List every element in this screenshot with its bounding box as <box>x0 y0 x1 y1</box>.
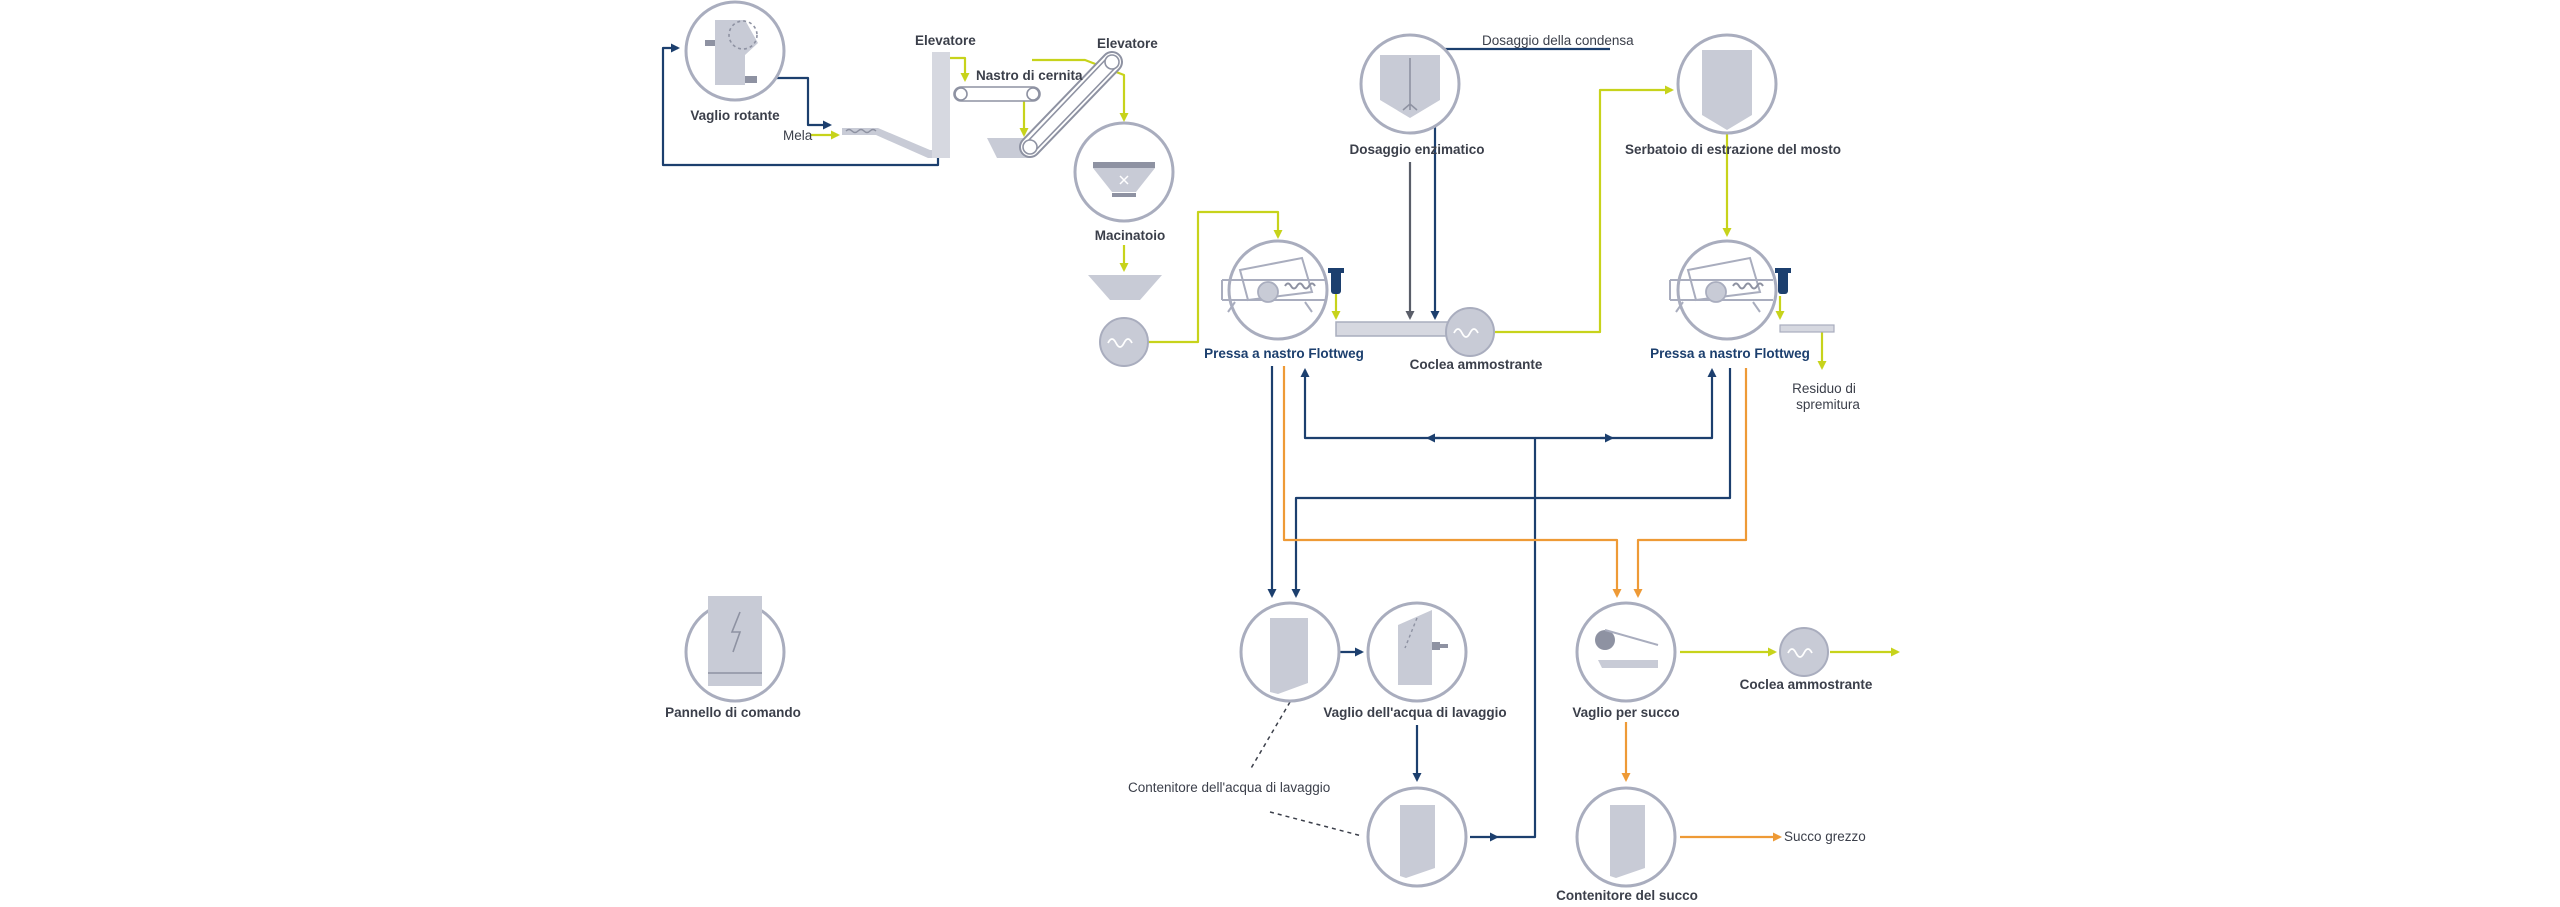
callout-wash-screen <box>1249 701 1291 771</box>
label-succo-grezzo: Succo grezzo <box>1784 829 1866 844</box>
belt-press-1-unit <box>1221 239 1344 341</box>
condensate-dosing-line <box>1430 47 1610 320</box>
wash-water-container-unit <box>1366 786 1468 888</box>
label-serbatoio-estrazione: Serbatoio di estrazione del mosto <box>1624 142 1842 157</box>
label-elevatore-2: Elevatore <box>1097 36 1158 51</box>
label-pannello-comando: Pannello di comando <box>665 705 801 720</box>
enzyme-dosing-unit <box>1359 33 1461 135</box>
rinse-loop-line <box>661 43 940 167</box>
sorting-belt-unit <box>953 86 1041 102</box>
callout-wash-container <box>1269 811 1363 837</box>
label-dosaggio-enzimatico: Dosaggio enzimatico <box>1349 142 1485 157</box>
extraction-tank-unit <box>1676 33 1778 135</box>
label-vaglio-rotante: Vaglio rotante <box>690 108 780 123</box>
label-elevatore-1: Elevatore <box>915 33 976 48</box>
label-macinatoio: Macinatoio <box>1094 228 1166 243</box>
mash-screw-2-unit <box>1779 627 1829 677</box>
label-nastro-cernita: Nastro di cernita <box>976 68 1083 83</box>
label-contenitore-acqua: Contenitore dell'acqua di lavaggio <box>1128 780 1331 795</box>
label-residuo-1: Residuo di <box>1792 381 1856 396</box>
label-pressa-1: Pressa a nastro Flottweg <box>1204 346 1364 361</box>
container-collector-unit <box>1239 601 1341 703</box>
flow-lines <box>661 43 1900 842</box>
label-mela: Mela <box>783 128 813 143</box>
feed-conveyor-elevator <box>842 52 950 158</box>
juice-container-unit <box>1575 786 1677 888</box>
press2-juice-line <box>1633 368 1748 598</box>
label-coclea-ammostrante-2: Coclea ammostrante <box>1739 677 1873 692</box>
label-residuo-2: spremitura <box>1796 397 1860 412</box>
mill-funnel <box>1088 275 1162 300</box>
elevator1-to-belt-line <box>947 56 970 82</box>
belt-press-2-unit <box>1669 239 1835 341</box>
label-dosaggio-condensa: Dosaggio della condensa <box>1482 33 1634 48</box>
elevator-2-unit <box>987 51 1123 158</box>
label-pressa-2: Pressa a nastro Flottweg <box>1650 346 1810 361</box>
vaglio-to-conveyor-line <box>760 76 832 130</box>
pump-1-unit <box>1099 317 1149 367</box>
press2-filtrate-line <box>1291 368 1732 598</box>
mash-screw-1-unit <box>1335 307 1495 357</box>
rotary-screen-unit <box>684 0 786 102</box>
label-vaglio-acqua: Vaglio dell'acqua di lavaggio <box>1323 705 1507 720</box>
pump-to-press1-line <box>1148 210 1283 344</box>
juice-screen-unit <box>1575 601 1677 703</box>
press1-juice-line <box>1282 366 1622 598</box>
label-contenitore-succo: Contenitore del succo <box>1556 888 1698 903</box>
wash-return-line-press2 <box>1535 368 1717 440</box>
label-vaglio-succo: Vaglio per succo <box>1572 705 1680 720</box>
control-panel-unit <box>684 596 786 703</box>
wash-water-screen-unit <box>1366 601 1468 703</box>
label-coclea-ammostrante-1: Coclea ammostrante <box>1409 357 1543 372</box>
mill-unit <box>1073 121 1175 223</box>
screw-to-tank-line <box>1495 85 1674 334</box>
